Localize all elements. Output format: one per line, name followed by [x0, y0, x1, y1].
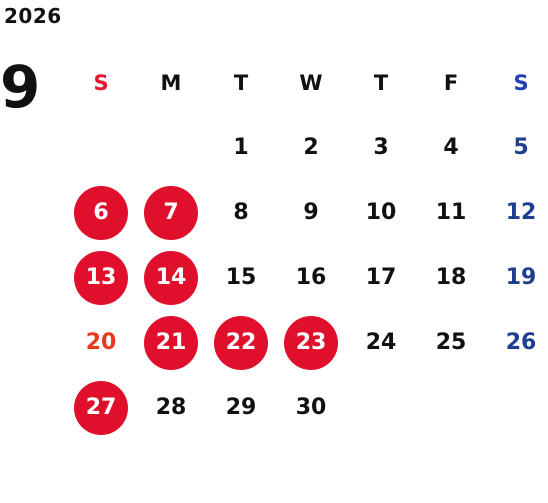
day-cell[interactable]: 25	[435, 330, 467, 355]
weekday-header-monday: M	[160, 70, 182, 95]
day-cell[interactable]: 28	[155, 395, 187, 420]
day-cell[interactable]: 4	[443, 135, 459, 160]
weekday-header-wednesday: W	[299, 70, 323, 95]
holiday-day-number: 21	[144, 315, 198, 370]
day-cell-saturday[interactable]: 26	[505, 330, 537, 355]
weekday-header-sunday: S	[93, 70, 109, 95]
day-cell[interactable]: 9	[303, 200, 319, 225]
holiday-day-number: 23	[284, 315, 338, 370]
holiday-day-number: 14	[144, 250, 198, 305]
day-cell-holiday[interactable]: 14	[136, 245, 206, 310]
day-cell-empty	[346, 375, 416, 440]
day-cell-sunday[interactable]: 20	[85, 330, 117, 355]
weekday-header-friday: F	[443, 70, 459, 95]
day-cell[interactable]: 8	[233, 200, 249, 225]
year-label: 2026	[4, 4, 62, 28]
calendar-grid: S M T W T F S 1 2 3 4 5 6 7 8 9 10 11 12…	[66, 50, 548, 440]
day-cell[interactable]: 24	[365, 330, 397, 355]
day-cell-holiday[interactable]: 27	[66, 375, 136, 440]
day-cell-holiday[interactable]: 23	[276, 310, 346, 375]
day-cell-holiday[interactable]: 6	[66, 180, 136, 245]
day-cell[interactable]: 10	[365, 200, 397, 225]
day-cell-saturday[interactable]: 19	[505, 265, 537, 290]
day-cell-holiday[interactable]: 13	[66, 245, 136, 310]
day-cell-holiday[interactable]: 22	[206, 310, 276, 375]
holiday-day-number: 27	[74, 380, 128, 435]
day-cell[interactable]: 16	[295, 265, 327, 290]
holiday-day-number: 6	[74, 185, 128, 240]
holiday-day-number: 7	[144, 185, 198, 240]
weekday-header-tuesday: T	[233, 70, 249, 95]
day-cell[interactable]: 3	[373, 135, 389, 160]
day-cell-empty	[486, 375, 548, 440]
day-cell[interactable]: 18	[435, 265, 467, 290]
day-cell-holiday[interactable]: 21	[136, 310, 206, 375]
day-cell-saturday[interactable]: 12	[505, 200, 537, 225]
day-cell-empty	[136, 115, 206, 180]
day-cell-empty	[416, 375, 486, 440]
day-cell[interactable]: 30	[295, 395, 327, 420]
day-cell[interactable]: 11	[435, 200, 467, 225]
day-cell[interactable]: 15	[225, 265, 257, 290]
month-number: 9	[0, 53, 41, 121]
weekday-header-saturday: S	[513, 70, 529, 95]
day-cell[interactable]: 17	[365, 265, 397, 290]
day-cell-saturday[interactable]: 5	[513, 135, 529, 160]
day-cell[interactable]: 29	[225, 395, 257, 420]
day-cell[interactable]: 1	[233, 135, 249, 160]
holiday-day-number: 13	[74, 250, 128, 305]
day-cell[interactable]: 2	[303, 135, 319, 160]
day-cell-empty	[66, 115, 136, 180]
holiday-day-number: 22	[214, 315, 268, 370]
weekday-header-thursday: T	[373, 70, 389, 95]
day-cell-holiday[interactable]: 7	[136, 180, 206, 245]
